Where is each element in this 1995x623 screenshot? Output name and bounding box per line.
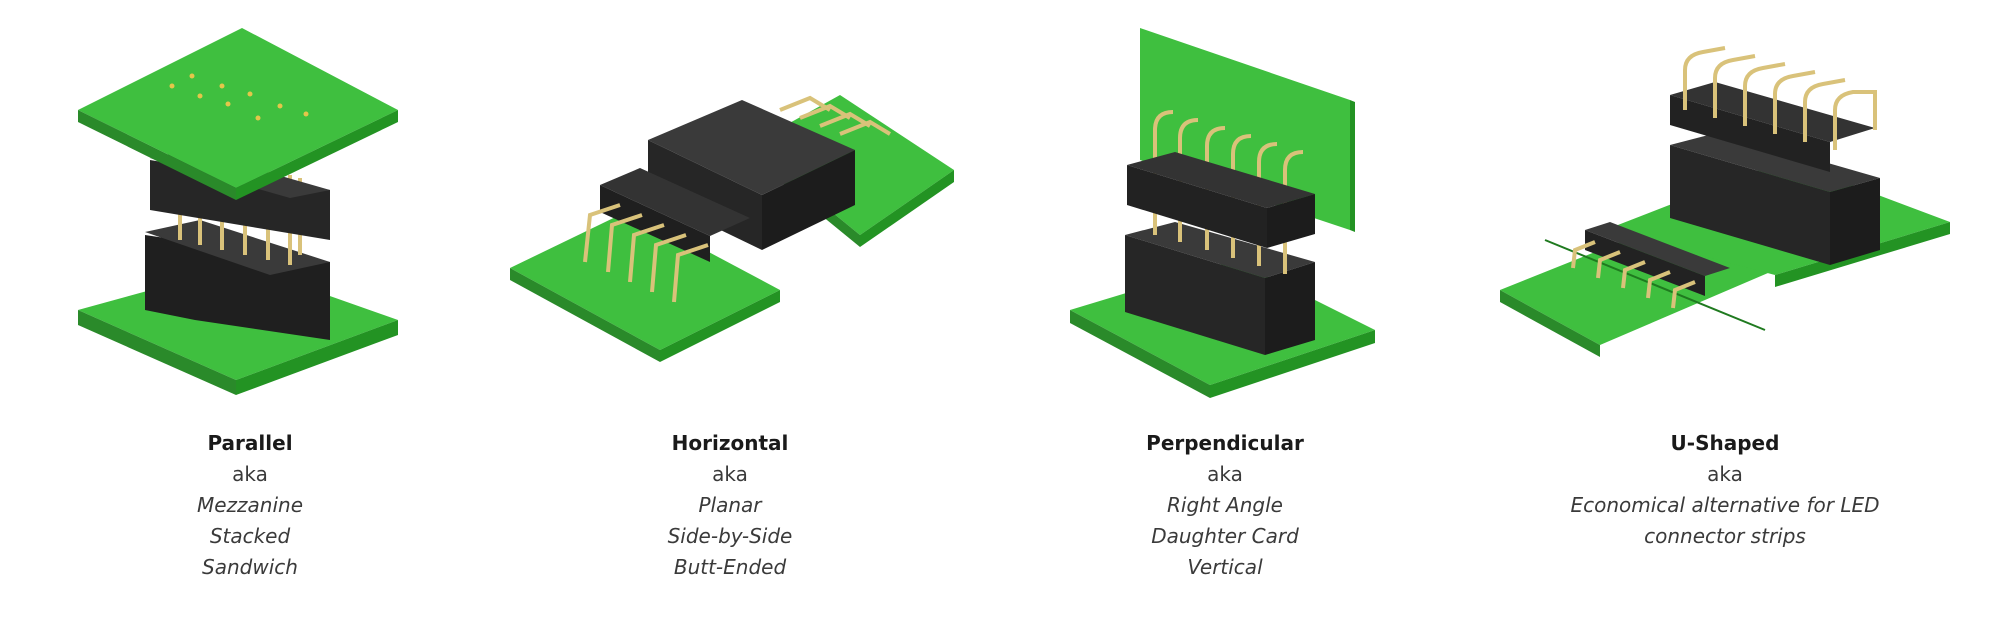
config-alias: Right Angle [1167, 493, 1283, 517]
perpendicular-connector-illustration [1070, 28, 1375, 398]
parallel-connector-illustration [78, 28, 398, 395]
config-alias: Vertical [1187, 555, 1263, 579]
config-perpendicular: Perpendicular aka Right Angle Daughter C… [975, 0, 1475, 623]
u-shaped-caption: U-Shaped aka Economical alternative for … [1475, 428, 1975, 552]
config-aka: aka [1707, 462, 1743, 486]
config-alias: Sandwich [202, 555, 298, 579]
config-alias: Butt-Ended [673, 555, 787, 579]
u-shaped-connector-illustration [1500, 46, 1950, 357]
config-title: U-Shaped [1670, 431, 1780, 455]
config-alias: Stacked [209, 524, 291, 548]
config-u-shaped: U-Shaped aka Economical alternative for … [1475, 0, 1975, 623]
config-horizontal: Horizontal aka Planar Side-by-Side Butt-… [480, 0, 980, 623]
config-alias: Mezzanine [196, 493, 304, 517]
config-title: Horizontal [671, 431, 789, 455]
config-aka: aka [232, 462, 268, 486]
horizontal-connector-illustration [510, 95, 954, 362]
config-title: Perpendicular [1146, 431, 1304, 455]
config-parallel: Parallel aka Mezzanine Stacked Sandwich [0, 0, 500, 623]
config-aka: aka [1207, 462, 1243, 486]
perpendicular-caption: Perpendicular aka Right Angle Daughter C… [975, 428, 1475, 583]
parallel-caption: Parallel aka Mezzanine Stacked Sandwich [0, 428, 500, 583]
config-alias: Daughter Card [1151, 524, 1299, 548]
config-aka: aka [712, 462, 748, 486]
config-alias: Planar [698, 493, 762, 517]
config-alias: Economical alternative for LED [1570, 493, 1880, 517]
config-alias: connector strips [1644, 524, 1806, 548]
config-title: Parallel [207, 431, 293, 455]
horizontal-caption: Horizontal aka Planar Side-by-Side Butt-… [480, 428, 980, 583]
config-alias: Side-by-Side [667, 524, 793, 548]
